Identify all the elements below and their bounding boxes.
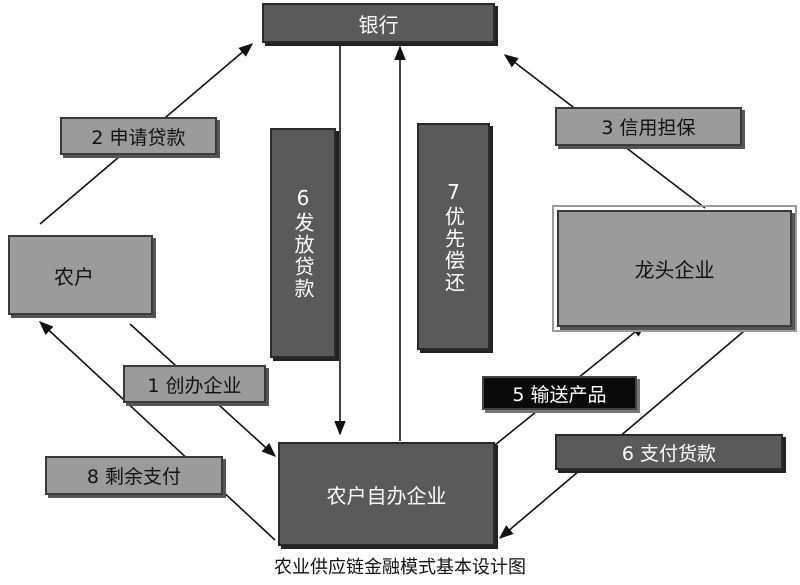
- arrow-pay-surplus: [38, 321, 276, 541]
- farmer-node: 农户: [8, 235, 153, 315]
- step-priority-repay-label: 7优先偿还: [441, 179, 466, 294]
- step-apply-loan-label: 2 申请贷款: [91, 126, 186, 149]
- farmer-enterprise-node: 农户自办企业: [278, 442, 495, 546]
- step-pay-surplus-label: 8 剩余支付: [86, 466, 182, 488]
- step-priority-repay: 7优先偿还: [417, 123, 490, 350]
- step-pay-surplus: 8 剩余支付: [45, 456, 223, 495]
- step-apply-loan: 2 申请贷款: [60, 117, 217, 155]
- step-issue-loan: 6发放贷款: [270, 128, 336, 358]
- leading-enterprise-label: 龙头企业: [634, 258, 715, 282]
- leading-enterprise-node: 龙头企业: [552, 205, 797, 332]
- step-pay-for-goods: 6 支付货款: [555, 434, 783, 470]
- step-credit-guarantee: 3 信用担保: [555, 107, 742, 146]
- figure-caption: 农业供应链金融模式基本设计图: [274, 557, 526, 578]
- step-issue-loan-label: 6发放贷款: [291, 186, 315, 300]
- step-deliver-products-label: 5 输送产品: [512, 383, 607, 406]
- farmer-enterprise-label: 农户自办企业: [326, 483, 447, 508]
- arrow-pay-for-goods: [498, 325, 751, 539]
- bank-label: 银行: [358, 12, 399, 37]
- farmer-label: 农户: [54, 264, 94, 289]
- step-deliver-products: 5 输送产品: [482, 376, 637, 410]
- bank-node: 银行: [262, 3, 495, 43]
- step-pay-for-goods-label: 6 支付货款: [621, 442, 717, 465]
- step-found-enterprise-label: 1 创办企业: [147, 374, 242, 397]
- step-credit-guarantee-label: 3 信用担保: [601, 117, 696, 139]
- step-found-enterprise: 1 创办企业: [123, 365, 266, 403]
